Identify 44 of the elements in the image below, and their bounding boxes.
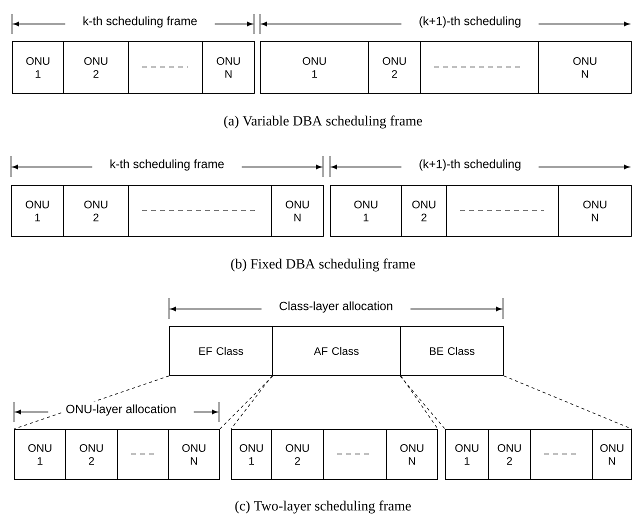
class-cell: EF Class <box>169 326 273 376</box>
onu-cell: ONU 2 <box>63 185 129 237</box>
class-cell: AF Class <box>272 326 401 376</box>
onu-cell: ONU 1 <box>231 429 272 480</box>
dimension-label: k-th scheduling frame <box>80 13 200 31</box>
caption: (b) Fixed DBA scheduling frame <box>231 258 416 272</box>
onu-cell: ONU 1 <box>260 41 369 94</box>
onu-cell: ONU 1 <box>14 429 66 480</box>
onu-cell: ONU 1 <box>445 429 489 480</box>
onu-cell: ONU 1 <box>330 185 402 237</box>
expansion-line <box>400 376 438 430</box>
ellipsis-cell <box>420 41 539 94</box>
ellipsis-cell <box>128 185 272 237</box>
expansion-line <box>220 376 274 430</box>
ellipsis-cell <box>128 41 203 94</box>
onu-cell: ONU N <box>538 41 632 94</box>
onu-cell: ONU 2 <box>488 429 531 480</box>
ellipsis-cell <box>446 185 559 237</box>
ellipsis-cell <box>323 429 387 480</box>
caption: (c) Two-layer scheduling frame <box>235 500 411 514</box>
onu-cell: ONU 2 <box>65 429 118 480</box>
onu-cell: ONU 2 <box>63 41 129 94</box>
dimension-label: (k+1)-th scheduling <box>416 156 524 174</box>
onu-cell: ONU N <box>386 429 438 480</box>
onu-cell: ONU 2 <box>368 41 421 94</box>
onu-cell: ONU N <box>202 41 255 94</box>
onu-cell: ONU 1 <box>11 185 64 237</box>
caption: (a) Variable DBA scheduling frame <box>224 116 422 128</box>
onu-cell: ONU 1 <box>12 41 64 94</box>
ellipsis-cell <box>530 429 593 480</box>
class-cell: BE Class <box>400 326 504 376</box>
dimension-label: ONU-layer allocation <box>62 401 180 419</box>
onu-cell: ONU N <box>168 429 220 480</box>
onu-cell: ONU N <box>592 429 632 480</box>
onu-cell: ONU 2 <box>271 429 324 480</box>
dimension-label: k-th scheduling frame <box>106 156 228 174</box>
onu-cell: ONU 2 <box>401 185 447 237</box>
ellipsis-cell <box>117 429 169 480</box>
onu-cell: ONU N <box>558 185 632 237</box>
expansion-line <box>230 376 272 430</box>
dimension-label: (k+1)-th scheduling <box>416 13 524 31</box>
dimension-label: Class-layer allocation <box>276 298 396 316</box>
expansion-line <box>400 376 446 430</box>
onu-cell: ONU N <box>271 185 324 237</box>
